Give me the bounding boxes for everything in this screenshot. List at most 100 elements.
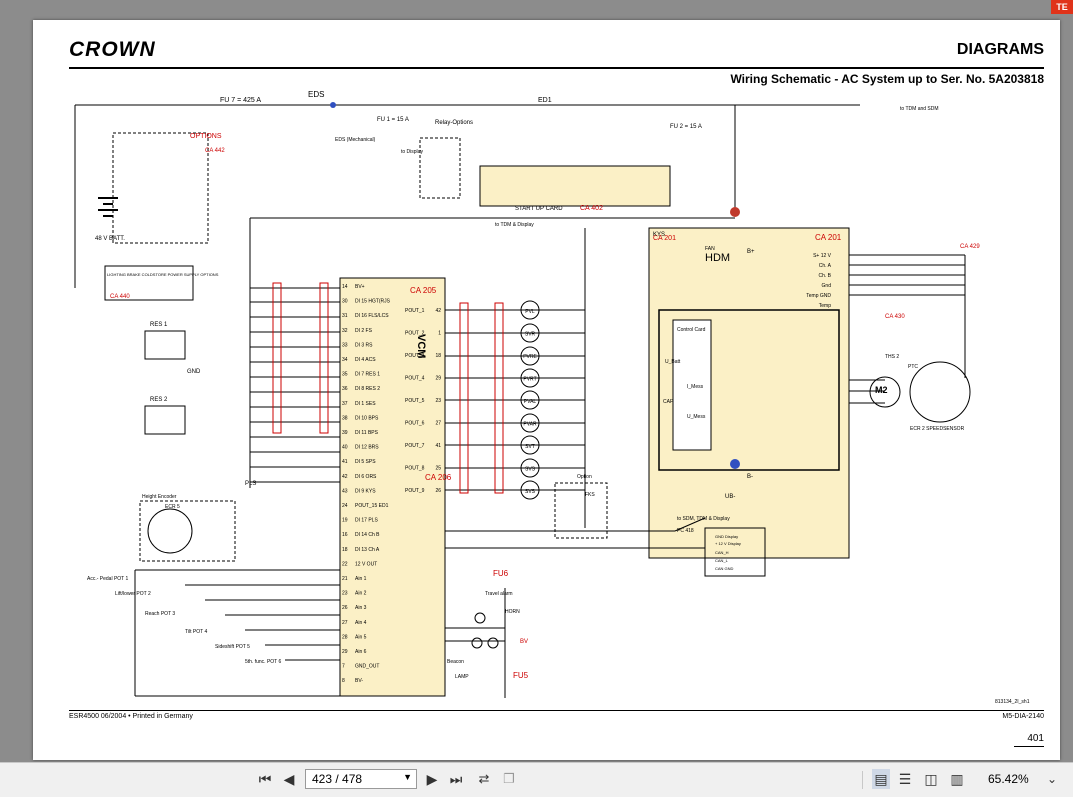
vcm-left-pin-label: DI 3 RS [355,342,373,348]
ca429-label: CA 429 [960,244,980,250]
vcm-pin-number: 41 [435,443,441,449]
vcm-left-pin-label: Ain 2 [355,591,367,597]
ecr5-label: ECR 5 [165,504,180,510]
fu1-label: FU 1 = 15 A [377,117,409,123]
vcm-pin-number: 8 [342,678,345,684]
last-page-icon[interactable]: ⏭ [449,770,463,787]
height-encoder-label: Height Encoder [142,494,177,500]
vcm-right-pin-label: POUT_3 [405,353,425,359]
ca201-left-label: CA 201 [653,235,676,242]
vcm-pin-number: 16 [342,532,348,538]
chevron-down-icon: ▼ [403,772,412,782]
pot6-label: 5th. func. POT 6 [245,659,282,665]
fuse-main-label: FU 7 = 425 A [220,97,261,104]
vcm-pin-number: 22 [342,561,348,567]
valve-label: SVT [525,444,535,450]
zoom-dropdown-icon[interactable]: ⌄ [1046,772,1058,786]
vcm-right-pin-label: POUT_2 [405,331,425,337]
page-number-rule [1014,746,1044,747]
eds-mech-label: EDS (Mechanical) [335,137,376,143]
ed1-label: ED1 [538,97,552,104]
vcm-pin-number: 7 [342,664,345,670]
lighting-label: LIGHTING BRAKE COLDSTORE POWER SUPPLY OP… [107,272,219,277]
vcm-pin-number: 25 [435,466,441,472]
two-page-view-icon[interactable]: ◫ [924,770,938,787]
vcm-pin-number: 37 [342,401,348,407]
drawing-number: 813134_2I_sh1 [995,699,1030,705]
ca206-label: CA 206 [425,473,452,482]
vcm-pin-number: 42 [342,474,348,480]
vcm-pin-number: 40 [342,445,348,451]
vcm-right-pin-label: POUT_4 [405,376,425,382]
ca201-right-label: CA 201 [815,233,842,242]
vcm-pin-number: 28 [342,634,348,640]
vcm-left-pin-label: DI 5 SPS [355,459,376,465]
vcm-left-pin-label: DI 15 HGT(RJS [355,299,391,305]
vcm-right-pin-label: POUT_5 [405,398,425,404]
u-batt-label: U_Batt [665,359,681,365]
vcm-left-pin-label: Ain 5 [355,634,367,640]
footer-right: M5-DIA-2140 [1002,713,1044,720]
pot2-label: Lift/lower POT 2 [115,591,151,597]
res1-label: RES 1 [150,322,168,328]
vcm-pin-number: 42 [435,308,441,314]
vcm-left-pin-label: DI 9 KYS [355,488,376,494]
vcm-left-pin-label: BV+ [355,284,365,290]
vcm-left-pin-label: GND_OUT [355,664,379,670]
vcm-pin-number: 23 [342,591,348,597]
vcm-left-pin-label: DI 8 RES 2 [355,386,380,392]
vcm-pin-number: 1 [438,331,441,337]
travel-alarm-label: Travel alarm [485,591,513,597]
battery-label: 48 V BATT. [95,236,125,242]
valve-label: PVAL [524,399,537,405]
hdm-pin-label: S+ 12 V [813,253,832,259]
next-page-icon[interactable]: ▶ [426,770,438,787]
to-tdm-sdm-label: to TDM and SDM [900,106,939,112]
relay-options-label: Relay-Options [435,120,473,126]
vcm-right-pin-label: POUT_1 [405,308,425,314]
hdm-label: HDM [705,252,730,264]
vcm-pin-number: 38 [342,415,348,421]
can-l-label: CAN_L [715,558,729,563]
single-page-view-icon[interactable]: ▤ [872,769,890,789]
u-mess-label: U_Mess [687,414,706,420]
speedsensor-label: ECR 2 SPEEDSENSOR [910,426,965,432]
to-sdm-tdm-display-label: to SDM, TDM & Display [677,516,730,522]
vcm-left-pin-label: DI 4 ACS [355,357,376,363]
vcm-left-pin-label: BV- [355,678,363,684]
pot1-label: Acc.- Pedal POT 1 [87,576,129,582]
control-card-label: Control Card [677,327,706,333]
vcm-right-pin-label: POUT_9 [405,488,425,494]
corner-tab[interactable]: TE [1051,0,1073,14]
rotate-icon[interactable]: ⇄ [478,771,490,786]
fks-label: FKS [585,492,595,498]
copy-icon[interactable]: ❐ [503,771,515,786]
vcm-left-pin-label: Ain 1 [355,576,367,582]
vcm-left-pin-label: Ain 6 [355,649,367,655]
two-page-continuous-icon[interactable]: ▥ [950,770,964,787]
zoom-level[interactable]: 65.42% [988,772,1029,786]
page-number-field[interactable]: 423 / 478 ▼ [305,769,417,789]
first-page-icon[interactable]: ⏮ [258,770,272,787]
vcm-pin-number: 35 [342,372,348,378]
ptc-label: PTC [908,364,918,370]
b-plus-label: B+ [747,249,755,255]
vcm-pin-number: 39 [342,430,348,436]
vcm-pin-number: 23 [435,398,441,404]
cap-label: CAP [663,399,674,405]
vcm-left-pin-label: POUT_15 ED1 [355,503,389,509]
vcm-left-pin-label: DI 17 PLS [355,518,378,524]
to-tdm-display-label: to TDM & Display [495,222,534,228]
previous-page-icon[interactable]: ◀ [283,770,295,787]
vcm-left-pin-label: DI 10 BPS [355,415,379,421]
vcm-pin-number: 26 [435,488,441,494]
continuous-view-icon[interactable]: ☰ [898,770,912,787]
footer-left: ESR4500 06/2004 • Printed in Germany [69,713,193,720]
vcm-pin-number: 18 [435,353,441,359]
toolbar-separator [862,771,863,789]
pot3-label: Reach POT 3 [145,611,175,617]
can-h-label: CAN_H [715,550,729,555]
vcm-pin-number: 29 [342,649,348,655]
valve-label: SVS [525,489,536,495]
vcm-pin-number: 34 [342,357,348,363]
